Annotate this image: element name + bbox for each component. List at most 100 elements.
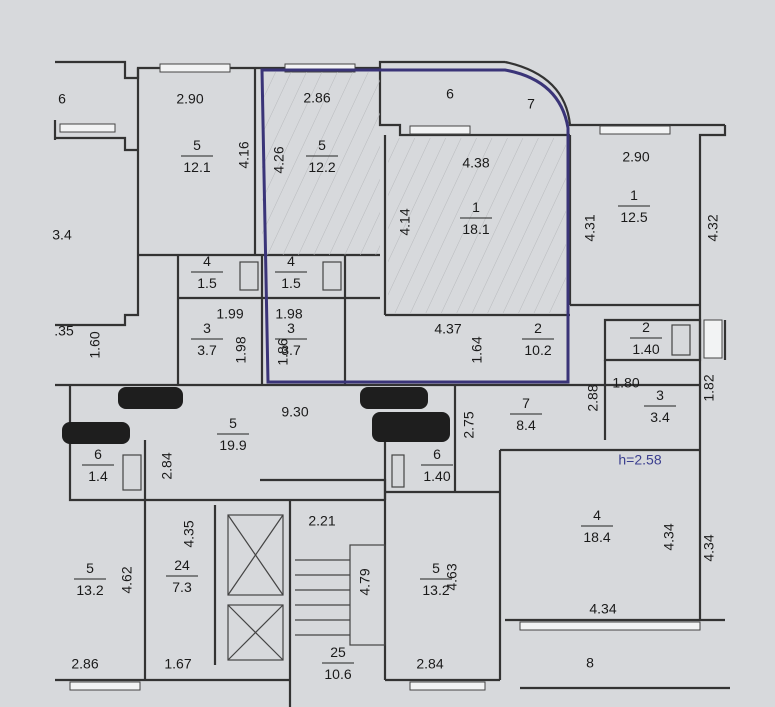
room-label: 61.40 [421, 446, 453, 484]
dimension-labels: 6 2.90 2.86 6 7 4.16 4.26 4.38 2.90 4.14 4.31 4.32 3… [52, 86, 720, 672]
dimension-label: 2.90 [622, 149, 649, 165]
room-number: 24 [174, 557, 190, 573]
room-label: 33.7 [275, 320, 307, 358]
dimension-label: 4.26 [271, 146, 287, 173]
dimension-label: 4.32 [705, 214, 721, 241]
room-number: 6 [94, 446, 102, 462]
room-labels: 512.1512.2118.1112.541.541.533.733.7210.… [74, 137, 676, 682]
room-area: 8.4 [516, 417, 536, 433]
room-label: 418.4 [581, 507, 613, 545]
dimension-label: 4.34 [589, 601, 616, 617]
dimension-label: 9.30 [281, 404, 308, 420]
room-area: 1.5 [281, 275, 301, 291]
room-area: 3.4 [650, 409, 670, 425]
room-number: 4 [593, 507, 601, 523]
room-number: 5 [86, 560, 94, 576]
dimension-label: 2.84 [159, 452, 175, 479]
elevator-shafts [227, 514, 284, 661]
room-label: 112.5 [618, 187, 650, 225]
room-number: 5 [229, 415, 237, 431]
dimension-label: 2.84 [416, 656, 443, 672]
dimension-label: 4.62 [119, 566, 135, 593]
dimension-label: 2.86 [71, 656, 98, 672]
room-number: 5 [432, 560, 440, 576]
room-label: 513.2 [420, 560, 452, 598]
room-number: 5 [318, 137, 326, 153]
dimension-label: 7 [527, 96, 535, 112]
room-area: 12.5 [620, 209, 647, 225]
dimension-label: 1.64 [469, 336, 485, 363]
room-area: 13.2 [422, 582, 449, 598]
room-area: 12.2 [308, 159, 335, 175]
room-area: 10.2 [524, 342, 551, 358]
room-label: 247.3 [166, 557, 198, 595]
dimension-label: 3.4 [52, 227, 72, 243]
room-area: 13.2 [76, 582, 103, 598]
room-area: 3.7 [281, 342, 301, 358]
dimension-label: 4.63 [444, 563, 460, 590]
dimension-label: 4.16 [236, 141, 252, 168]
dimension-label: .35 [54, 323, 74, 339]
room-number: 25 [330, 644, 346, 660]
room-label: 78.4 [510, 395, 542, 433]
hatched-room-18-1 [388, 138, 566, 313]
dimension-label: 1.60 [87, 331, 103, 358]
room-area: 1.40 [423, 468, 450, 484]
windows [59, 63, 723, 691]
room-label: 61.4 [82, 446, 114, 484]
room-number: 4 [287, 253, 295, 269]
dimension-label: 2.21 [308, 513, 335, 529]
room-label: 519.9 [217, 415, 249, 453]
dimension-label: 6 [58, 91, 66, 107]
dimension-label: 1.82 [701, 374, 717, 401]
dimension-label: 2.88 [585, 384, 601, 411]
room-area: 1.4 [88, 468, 108, 484]
stairs [295, 544, 386, 646]
dimension-label: 4.14 [397, 208, 413, 235]
hatched-room-12-2 [262, 72, 380, 255]
dimension-label: 1.86 [275, 338, 291, 365]
room-area: 10.6 [324, 666, 351, 682]
room-label: 118.1 [460, 199, 492, 237]
dimension-label: 4.35 [181, 520, 197, 547]
room-number: 3 [203, 320, 211, 336]
room-number: 6 [433, 446, 441, 462]
vent-shafts [122, 261, 691, 491]
room-label: 513.2 [74, 560, 106, 598]
dimension-label: h=2.58 [618, 452, 661, 468]
dimension-label: 1.80 [612, 375, 639, 391]
room-number: 3 [656, 387, 664, 403]
room-number: 5 [193, 137, 201, 153]
dimension-label: 6 [446, 86, 454, 102]
room-number: 3 [287, 320, 295, 336]
room-label: 33.4 [644, 387, 676, 425]
dimension-label: 4.34 [701, 534, 717, 561]
dimension-label: 1.99 [216, 306, 243, 322]
room-number: 1 [472, 199, 480, 215]
room-area: 18.4 [583, 529, 610, 545]
room-area: 3.7 [197, 342, 217, 358]
room-number: 1 [630, 187, 638, 203]
room-label: 41.5 [275, 253, 307, 291]
room-label: 210.2 [522, 320, 554, 358]
room-area: 1.5 [197, 275, 217, 291]
room-number: 2 [534, 320, 542, 336]
dimension-label: 1.67 [164, 656, 191, 672]
room-label: 21.40 [630, 319, 662, 357]
room-area: 1.40 [632, 341, 659, 357]
dimension-label: 4.31 [582, 214, 598, 241]
dimension-label: 4.79 [357, 568, 373, 595]
room-label: 25 10.6 [322, 644, 354, 682]
dimension-label: 4.38 [462, 155, 489, 171]
room-area: 7.3 [172, 579, 192, 595]
room-number: 2 [642, 319, 650, 335]
room-label: 512.2 [306, 137, 338, 175]
dimension-label: 8 [586, 655, 594, 671]
dimension-label: 4.37 [434, 321, 461, 337]
selected-apartment-outline [260, 68, 570, 384]
room-area: 12.1 [183, 159, 210, 175]
room-label: 512.1 [181, 137, 213, 175]
dimension-label: 2.90 [176, 91, 203, 107]
room-number: 4 [203, 253, 211, 269]
dimension-label: 1.98 [233, 336, 249, 363]
